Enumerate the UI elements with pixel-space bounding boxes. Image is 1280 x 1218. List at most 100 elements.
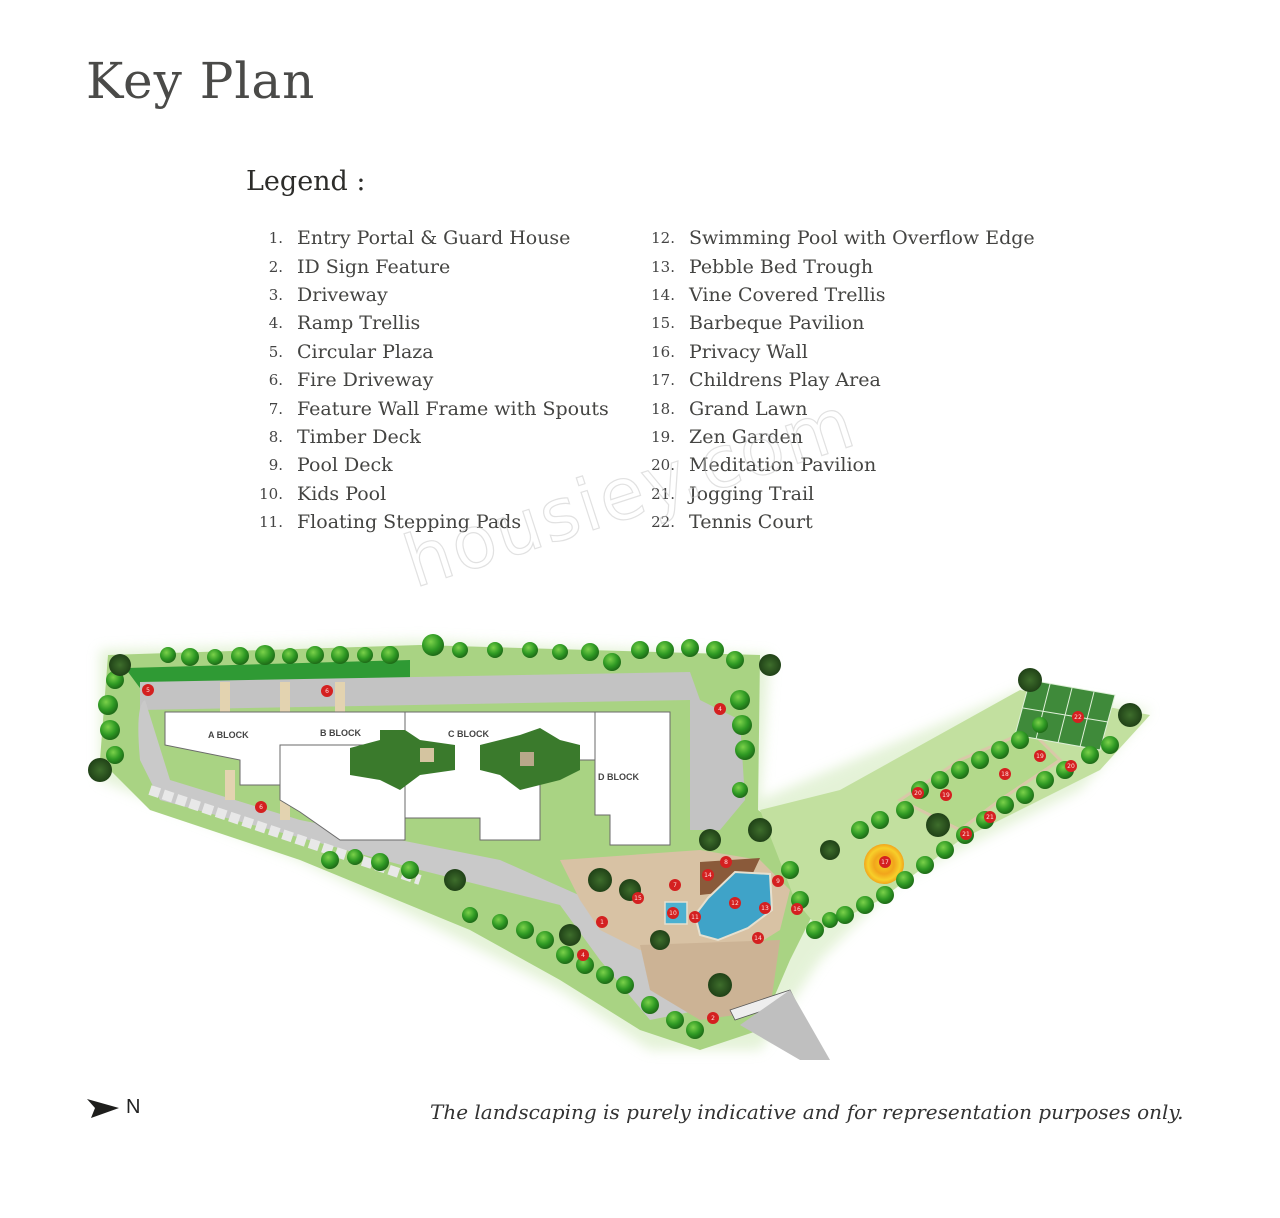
legend-item-3: 3.Driveway bbox=[250, 281, 609, 309]
marker-2: 2 bbox=[707, 1012, 719, 1024]
legend-label: Vine Covered Trellis bbox=[689, 283, 886, 306]
legend-item-12: 12.Swimming Pool with Overflow Edge bbox=[640, 224, 1035, 252]
legend-item-21: 21. Jogging Trail bbox=[640, 480, 1035, 508]
legend-label: Swimming Pool with Overflow Edge bbox=[689, 227, 1035, 250]
legend-label: Ramp Trellis bbox=[297, 312, 421, 335]
legend-item-1: 1. Entry Portal & Guard House bbox=[250, 224, 609, 252]
marker-19: 19 bbox=[1034, 750, 1046, 762]
marker-4: 4 bbox=[577, 949, 589, 961]
svg-text:5: 5 bbox=[146, 687, 150, 694]
legend-item-13: 13.Pebble Bed Trough bbox=[640, 252, 1035, 280]
svg-text:1: 1 bbox=[600, 919, 604, 926]
north-label: N bbox=[126, 1096, 141, 1118]
legend-item-17: 17. Childrens Play Area bbox=[640, 366, 1035, 394]
trees bbox=[98, 634, 1119, 1039]
b-block-label: B BLOCK bbox=[320, 728, 361, 738]
legend-label: Childrens Play Area bbox=[689, 369, 881, 392]
legend-item-4: 4. Ramp Trellis bbox=[250, 309, 609, 337]
legend-label: Jogging Trail bbox=[689, 482, 815, 505]
marker-13: 13 bbox=[759, 902, 771, 914]
svg-text:17: 17 bbox=[881, 859, 889, 866]
marker-14: 14 bbox=[702, 869, 714, 881]
marker-20: 20 bbox=[1065, 760, 1077, 772]
marker-4: 4 bbox=[714, 703, 726, 715]
legend-label: Zen Garden bbox=[689, 425, 803, 448]
marker-7: 7 bbox=[669, 879, 681, 891]
amenity-markers: 5 6 6 4 8 7 14 9 15 12 13 10 11 16 14 1 … bbox=[142, 684, 1084, 1024]
legend-item-8: 8. Timber Deck bbox=[250, 423, 609, 451]
legend-number: 13. bbox=[651, 257, 675, 276]
svg-text:21: 21 bbox=[962, 831, 970, 838]
legend-label: Pool Deck bbox=[297, 454, 393, 477]
legend-number: 2. bbox=[268, 257, 283, 276]
legend-item-6: 6. Fire Driveway bbox=[250, 366, 609, 394]
legend-item-11: 11.Floating Stepping Pads bbox=[250, 508, 609, 536]
marker-14: 14 bbox=[752, 932, 764, 944]
legend-number: 4. bbox=[268, 314, 283, 333]
svg-text:20: 20 bbox=[914, 790, 922, 797]
svg-text:14: 14 bbox=[754, 935, 762, 942]
marker-19: 19 bbox=[940, 789, 952, 801]
legend-label: Meditation Pavilion bbox=[689, 454, 877, 477]
legend-label: Circular Plaza bbox=[297, 340, 434, 363]
legend-number: 8. bbox=[268, 427, 283, 446]
svg-text:19: 19 bbox=[1036, 753, 1044, 760]
legend-label: Barbeque Pavilion bbox=[689, 312, 865, 335]
legend-label: Fire Driveway bbox=[297, 369, 434, 392]
c-block-label: C BLOCK bbox=[448, 729, 489, 739]
svg-text:9: 9 bbox=[776, 878, 780, 885]
svg-text:8: 8 bbox=[724, 859, 728, 866]
legend-item-10: 10.Kids Pool bbox=[250, 480, 609, 508]
legend-label: Driveway bbox=[297, 283, 388, 306]
legend-label: Tennis Court bbox=[689, 511, 813, 534]
legend-number: 19. bbox=[651, 427, 675, 446]
legend-number: 18. bbox=[651, 399, 675, 418]
a-block-label: A BLOCK bbox=[208, 730, 249, 740]
svg-text:18: 18 bbox=[1001, 771, 1009, 778]
svg-text:2: 2 bbox=[711, 1015, 715, 1022]
svg-text:12: 12 bbox=[731, 900, 739, 907]
svg-text:22: 22 bbox=[1074, 714, 1082, 721]
legend-number: 6. bbox=[268, 371, 283, 390]
svg-text:4: 4 bbox=[581, 952, 585, 959]
legend-number: 16. bbox=[651, 342, 675, 361]
legend-label: Timber Deck bbox=[297, 425, 421, 448]
legend-number: 9. bbox=[268, 456, 283, 475]
svg-text:11: 11 bbox=[691, 914, 699, 921]
legend-item-18: 18.Grand Lawn bbox=[640, 394, 1035, 422]
svg-text:15: 15 bbox=[634, 895, 642, 902]
legend-number: 15. bbox=[651, 314, 675, 333]
svg-text:6: 6 bbox=[259, 804, 263, 811]
legend-number: 5. bbox=[268, 342, 283, 361]
legend-number: 14. bbox=[651, 285, 675, 304]
svg-text:4: 4 bbox=[718, 706, 722, 713]
legend-item-5: 5. Circular Plaza bbox=[250, 338, 609, 366]
legend-label: Entry Portal & Guard House bbox=[297, 227, 571, 250]
d-block-label: D BLOCK bbox=[598, 772, 639, 782]
legend-number: 21. bbox=[651, 484, 675, 503]
marker-16: 16 bbox=[791, 903, 803, 915]
legend-list-left: 1. Entry Portal & Guard House 2.ID Sign F… bbox=[250, 224, 609, 536]
marker-6: 6 bbox=[321, 685, 333, 697]
marker-5: 5 bbox=[142, 684, 154, 696]
legend-number: 17. bbox=[651, 371, 675, 390]
svg-text:10: 10 bbox=[669, 910, 677, 917]
marker-9: 9 bbox=[772, 875, 784, 887]
marker-21: 21 bbox=[960, 828, 972, 840]
legend-number: 1. bbox=[268, 229, 283, 248]
palms bbox=[88, 654, 1142, 997]
legend-item-16: 16. Privacy Wall bbox=[640, 338, 1035, 366]
courtyards bbox=[350, 728, 580, 790]
legend-number: 11. bbox=[259, 513, 283, 532]
svg-text:6: 6 bbox=[325, 688, 329, 695]
legend-item-2: 2.ID Sign Feature bbox=[250, 252, 609, 280]
marker-20: 20 bbox=[912, 787, 924, 799]
legend-number: 20. bbox=[651, 456, 675, 475]
legend-label: Privacy Wall bbox=[689, 340, 808, 363]
site-plan-map: A BLOCK B BLOCK C BLOCK D BLOCK bbox=[88, 634, 1150, 1060]
legend-label: Feature Wall Frame with Spouts bbox=[297, 397, 609, 420]
marker-1: 1 bbox=[596, 916, 608, 928]
svg-text:20: 20 bbox=[1067, 763, 1075, 770]
driveway bbox=[140, 672, 745, 830]
d-block bbox=[594, 711, 671, 846]
